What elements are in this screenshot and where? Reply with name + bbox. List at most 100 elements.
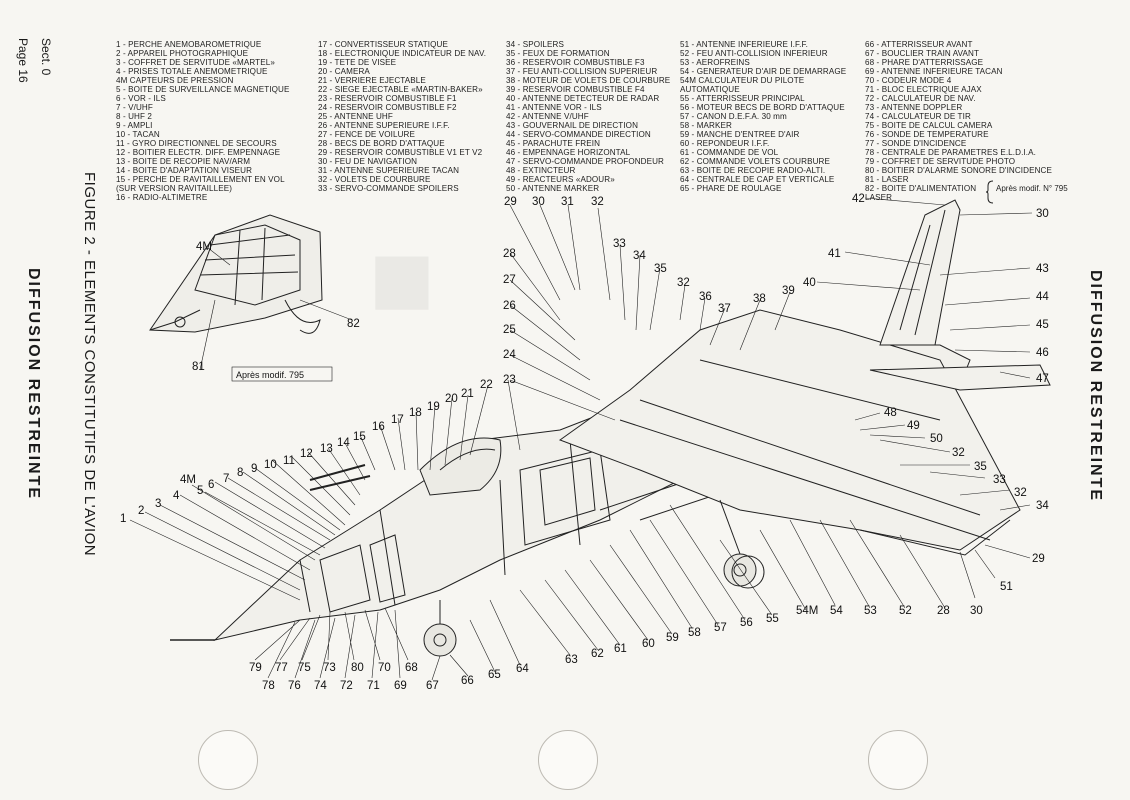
- legend-item: 17 - CONVERTISSEUR STATIQUE: [318, 40, 448, 49]
- legend-item: 74 - CALCULATEUR DE TIR: [865, 112, 971, 121]
- legend-item: 64 - CENTRALE DE CAP ET VERTICALE: [680, 175, 835, 184]
- callout-label: 63: [565, 654, 578, 666]
- callout-label: 9: [251, 463, 257, 475]
- callout-label: 26: [503, 300, 516, 312]
- callout-label: 46: [1036, 347, 1049, 359]
- callout-label: 28: [937, 605, 950, 617]
- legend-item: 68 - PHARE D'ATTERRISSAGE: [865, 58, 984, 67]
- callouts-top: 29 30 31 32 33 34 35 28 27 26 25 24 23 3…: [503, 196, 795, 386]
- callout-label: 58: [688, 627, 701, 639]
- callout-label: 29: [504, 196, 517, 208]
- legend-item: 27 - FENCE DE VOILURE: [318, 130, 415, 139]
- callout-label: 57: [714, 622, 727, 634]
- callout-label: 77: [275, 662, 288, 674]
- legend-item: 69 - ANTENNE INFERIEURE TACAN: [865, 67, 1003, 76]
- legend-item: 81 - LASER: [865, 175, 909, 184]
- callout-label: 52: [899, 605, 912, 617]
- legend-item: 8 - UHF 2: [116, 112, 152, 121]
- modification-note: Après modif. N° 795: [996, 184, 1068, 193]
- callout-label: 38: [753, 293, 766, 305]
- callout-label: 44: [1036, 291, 1049, 303]
- callout-label: 53: [864, 605, 877, 617]
- callout-label: 13: [320, 443, 333, 455]
- legend-item: 28 - BECS DE BORD D'ATTAQUE: [318, 139, 445, 148]
- callout-label: 43: [1036, 263, 1049, 275]
- callout-label: 1: [120, 513, 126, 525]
- callout-label: 35: [654, 263, 667, 275]
- legend-item: 57 - CANON D.E.F.A. 30 mm: [680, 112, 787, 121]
- legend-item: 56 - MOTEUR BECS DE BORD D'ATTAQUE: [680, 103, 845, 112]
- legend-item: 49 - REACTEURS «ADOUR»: [506, 175, 615, 184]
- legend-item: 73 - ANTENNE DOPPLER: [865, 103, 963, 112]
- wing-drawing: [558, 309, 1021, 556]
- callout-label: 24: [503, 349, 516, 361]
- legend-column-4: 51 - ANTENNE INFERIEURE I.F.F.52 - FEU A…: [680, 40, 862, 193]
- callout-label: 71: [367, 680, 380, 692]
- callout-label: 21: [461, 388, 474, 400]
- legend-item: 19 - TETE DE VISEE: [318, 58, 397, 67]
- legend-item: 43 - GOUVERNAIL DE DIRECTION: [506, 121, 639, 130]
- legend-item: 70 - CODEUR MODE 4: [865, 76, 952, 85]
- callout-label: 67: [426, 680, 439, 692]
- inset-label: 4M: [196, 241, 212, 253]
- inset-label: 82: [347, 318, 360, 330]
- landing-gear-drawing: [423, 499, 765, 657]
- legend-item: 71 - BLOC ELECTRIQUE AJAX: [865, 85, 982, 94]
- callout-label: 66: [461, 675, 474, 687]
- legend-item: 26 - ANTENNE SUPERIEURE I.F.F.: [318, 121, 450, 130]
- callout-label: 48: [884, 407, 897, 419]
- legend-item: 4M CAPTEURS DE PRESSION: [116, 76, 234, 85]
- legend-item: 47 - SERVO-COMMANDE PROFONDEUR: [506, 157, 664, 166]
- callout-label: 32: [591, 196, 604, 208]
- callout-label: 35: [974, 461, 987, 473]
- callout-label: 72: [340, 680, 353, 692]
- callout-label: 25: [503, 324, 516, 336]
- callout-label: 54M: [796, 605, 818, 617]
- brace-icon: [985, 180, 994, 204]
- callout-label: 45: [1036, 319, 1049, 331]
- legend-item: 6 - VOR - ILS: [116, 94, 166, 103]
- callout-label: 30: [970, 605, 983, 617]
- callouts-forward: 1 2 3 4 4M 5 6 7 8 9 10 11 12 13 14 15 1…: [120, 379, 493, 525]
- legend-item: 29 - RESERVOIR COMBUSTIBLE V1 ET V2: [318, 148, 483, 157]
- legend-item: 54M CALCULATEUR DU PILOTE: [680, 76, 805, 85]
- legend-item: 82 - BOITE D'ALIMENTATION: [865, 184, 977, 193]
- legend-item: 77 - SONDE D'INCIDENCE: [865, 139, 967, 148]
- legend-item: 7 - V/UHF: [116, 103, 153, 112]
- callout-label: 17: [391, 414, 404, 426]
- callout-label: 34: [633, 250, 646, 262]
- legend-item: 22 - SIEGE EJECTABLE «MARTIN-BAKER»: [318, 85, 483, 94]
- callout-label: 70: [378, 662, 391, 674]
- legend-item: 54 - GENERATEUR D'AIR DE DEMARRAGE: [680, 67, 847, 76]
- callout-label: 79: [249, 662, 262, 674]
- callout-label: 18: [409, 407, 422, 419]
- legend-item: 32 - VOLETS DE COURBURE: [318, 175, 431, 184]
- callout-label: 4: [173, 490, 180, 502]
- callout-label: 33: [993, 474, 1006, 486]
- legend-item: 63 - BOITE DE RECOPIE RADIO-ALTI.: [680, 166, 826, 175]
- callouts-bottom: 79 77 75 73 80 70 68 78 76 74 72 71 69 6…: [249, 605, 950, 692]
- legend-item: 48 - EXTINCTEUR: [506, 166, 576, 175]
- legend-item: 38 - MOTEUR DE VOLETS DE COURBURE: [506, 76, 671, 85]
- legend-item: 59 - MANCHE D'ENTREE D'AIR: [680, 130, 800, 139]
- legend-item: 5 - BOITE DE SURVEILLANCE MAGNETIQUE: [116, 85, 290, 94]
- legend-item: 31 - ANTENNE SUPERIEURE TACAN: [318, 166, 460, 175]
- callout-label: 51: [1000, 581, 1013, 593]
- legend-item: 75 - BOITE DE CALCUL CAMERA: [865, 121, 993, 130]
- legend-item: 35 - FEUX DE FORMATION: [506, 49, 610, 58]
- callout-label: 39: [782, 285, 795, 297]
- inset-caption: Après modif. 795: [236, 370, 304, 380]
- legend-item: 67 - BOUCLIER TRAIN AVANT: [865, 49, 980, 58]
- callout-label: 36: [699, 291, 712, 303]
- callout-label: 3: [155, 498, 161, 510]
- legend-item: 33 - SERVO-COMMANDE SPOILERS: [318, 184, 459, 193]
- legend-item: 20 - CAMERA: [318, 67, 370, 76]
- callout-label: 33: [613, 238, 626, 250]
- callout-label: 27: [503, 274, 516, 286]
- callout-label: 30: [1036, 208, 1049, 220]
- legend-item: 66 - ATTERRISSEUR AVANT: [865, 40, 973, 49]
